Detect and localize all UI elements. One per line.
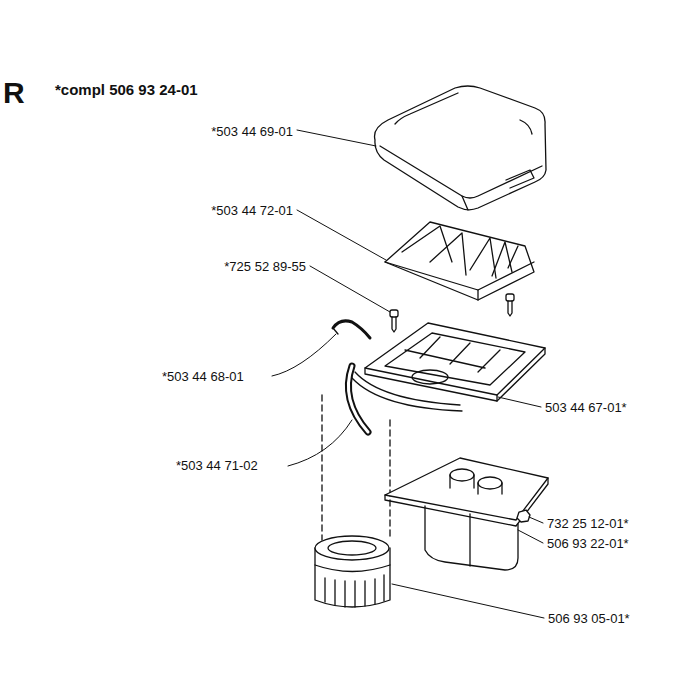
part-number: 506 93 22-01* <box>547 536 629 552</box>
part-number: *503 44 71-02 <box>176 458 258 474</box>
screw <box>390 294 514 332</box>
part-number: 503 44 67-01* <box>545 400 627 416</box>
assembly-line <box>322 395 390 540</box>
base-plate <box>352 323 545 411</box>
hose <box>348 366 368 432</box>
nut <box>517 510 530 522</box>
part-number: *503 44 68-01 <box>162 369 244 385</box>
intake-housing <box>385 458 548 570</box>
part-number: *503 44 72-01 <box>211 203 293 219</box>
part-number: *503 44 69-01 <box>211 124 293 140</box>
filter-element <box>385 222 534 300</box>
filter-cover <box>375 86 546 210</box>
part-number: 506 93 05-01* <box>548 611 630 627</box>
leader-line <box>272 130 544 618</box>
part-number: 732 25 12-01* <box>547 516 629 532</box>
clip <box>333 321 370 338</box>
part-number: *725 52 89-55 <box>224 259 306 275</box>
section-letter: R <box>3 76 25 110</box>
assembly-number: *compl 506 93 24-01 <box>55 80 198 99</box>
filter-cylinder <box>315 536 390 607</box>
